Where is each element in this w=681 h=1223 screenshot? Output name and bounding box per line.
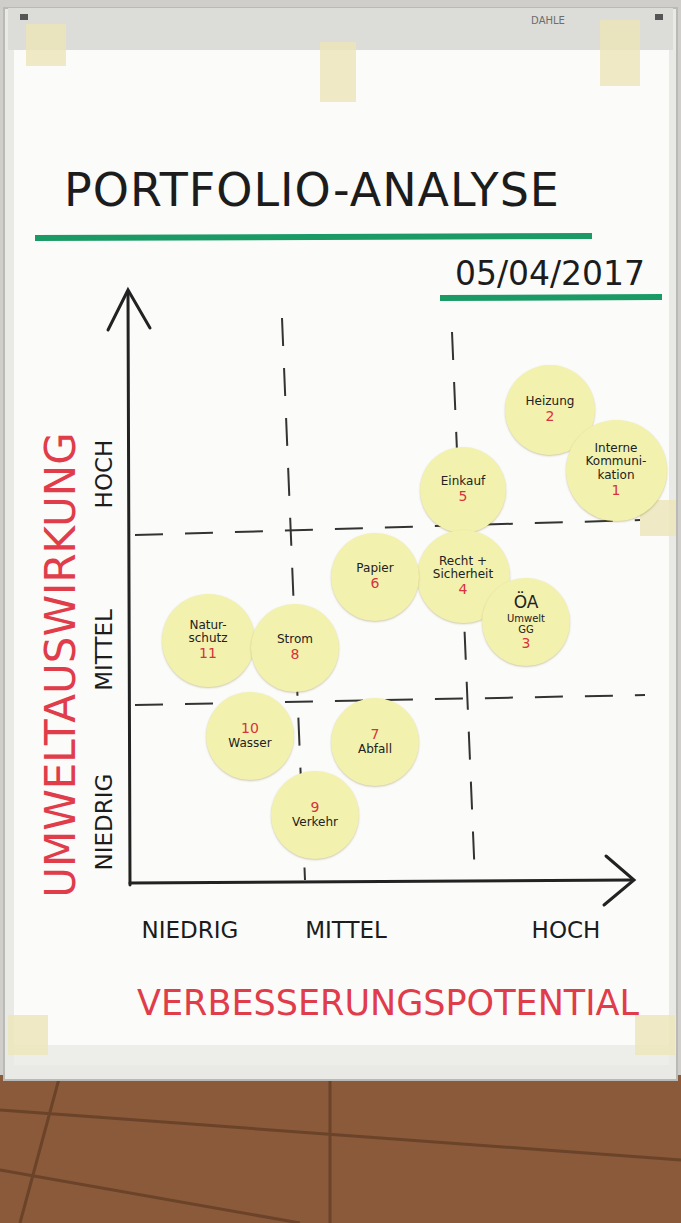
item-number: 2 (546, 409, 555, 424)
x-level-label: NIEDRIG (142, 917, 239, 943)
x-level-label-text: MITTEL (305, 917, 387, 943)
item-number: 6 (371, 576, 380, 591)
tape (26, 24, 66, 66)
x-level-label: HOCH (532, 917, 601, 943)
item-label: Recht + Sicherheit (428, 555, 498, 583)
y-axis-title-text: UMWELTAUSWIRKUNG (36, 432, 85, 897)
paper-sheet (14, 50, 669, 1055)
portfolio-bubble: ÖAUmwelt GG3 (482, 578, 570, 666)
title-underline (35, 236, 592, 238)
x-axis (130, 880, 632, 883)
portfolio-bubble: 9Verkehr (271, 771, 359, 859)
portfolio-bubble: Interne Kommuni- kation1 (566, 420, 667, 521)
x-level-label-text: HOCH (532, 917, 601, 943)
item-label: Papier (356, 562, 393, 576)
item-label: Strom (277, 633, 313, 647)
item-number: 8 (291, 647, 300, 662)
y-level-label-text: MITTEL (91, 609, 117, 691)
axes (108, 290, 634, 905)
tape (320, 42, 356, 102)
item-label: ÖA (514, 593, 539, 613)
y-level-label: NIEDRIG (91, 774, 117, 871)
easel-frame (4, 8, 677, 1080)
y-axis (128, 292, 130, 885)
item-label: Umwelt GG (504, 613, 548, 636)
date-underline (440, 297, 662, 298)
tape (635, 1015, 675, 1055)
item-number: 9 (311, 800, 320, 815)
y-level-label: HOCH (91, 440, 117, 509)
x-level-label: MITTEL (305, 917, 387, 943)
floor (0, 1075, 681, 1223)
y-level-label: MITTEL (91, 609, 117, 691)
y-arrowhead (108, 290, 150, 330)
x-level-label-text: NIEDRIG (142, 917, 239, 943)
y-axis-title: UMWELTAUSWIRKUNG (36, 432, 85, 897)
item-label: Interne Kommuni- kation (581, 442, 651, 483)
portfolio-bubble: Einkauf5 (420, 447, 506, 533)
item-number: 10 (241, 721, 259, 736)
item-label: Natur- schutz (173, 619, 243, 647)
y-level-label-text: NIEDRIG (91, 774, 117, 871)
item-label: Verkehr (292, 816, 338, 830)
item-label: Einkauf (441, 475, 485, 489)
floor-seams (0, 1075, 681, 1223)
portfolio-bubble: Strom8 (251, 604, 339, 692)
item-label: Wasser (228, 737, 271, 751)
item-number: 3 (522, 636, 531, 651)
frame-marks (655, 14, 663, 20)
item-number: 5 (459, 489, 468, 504)
tape (8, 1015, 48, 1055)
x-axis-title-text: VERBESSERUNGSPOTENTIAL (137, 983, 639, 1023)
grid-dashes (135, 318, 645, 880)
date-label-text: 05/04/2017 (455, 254, 645, 293)
chart-title: PORTFOLIO-ANALYSE (64, 163, 560, 217)
chart-title-text: PORTFOLIO-ANALYSE (64, 163, 560, 217)
item-label: Abfall (358, 743, 392, 757)
frame-marks (20, 14, 28, 20)
date-label: 05/04/2017 (455, 254, 645, 293)
item-number: 11 (199, 646, 217, 661)
tape (600, 20, 640, 86)
brand-mark-text: DAHLE (531, 15, 565, 26)
portfolio-bubble: 7Abfall (331, 698, 419, 786)
item-label: Heizung (526, 395, 575, 409)
item-number: 7 (371, 727, 380, 742)
paper-bottom-edge (14, 1045, 669, 1065)
brand-mark: DAHLE (531, 15, 565, 26)
x-arrowhead (604, 856, 634, 905)
portfolio-bubble: 10Wasser (206, 692, 294, 780)
dashed-divider (135, 520, 640, 535)
portfolio-bubble: Papier6 (331, 533, 419, 621)
item-number: 1 (612, 483, 621, 498)
y-level-label-text: HOCH (91, 440, 117, 509)
item-number: 4 (459, 582, 468, 597)
x-axis-title: VERBESSERUNGSPOTENTIAL (137, 983, 639, 1023)
portfolio-bubble: Natur- schutz11 (162, 594, 255, 687)
